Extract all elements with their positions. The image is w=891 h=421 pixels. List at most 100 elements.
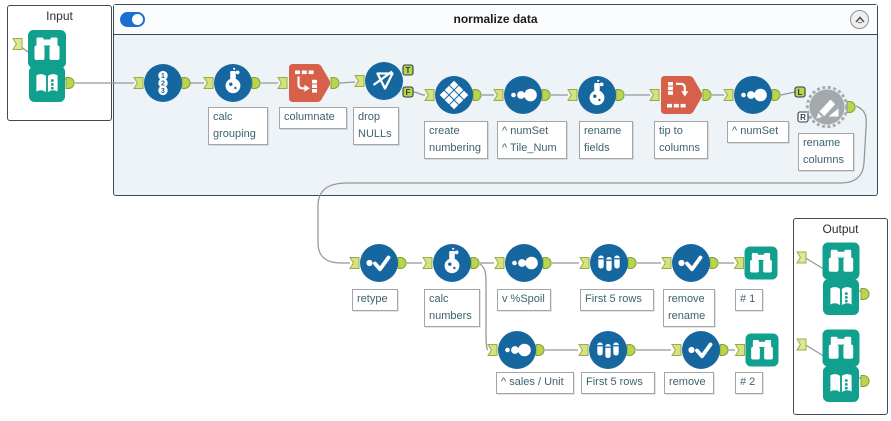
sample-first5-a-annotation[interactable]: First 5 rows [580, 289, 654, 311]
macro-book-output-1[interactable] [819, 275, 863, 319]
dynamic-rename-columns[interactable] [805, 85, 849, 129]
output-anchor[interactable] [709, 257, 719, 269]
select-remove-rename[interactable] [669, 241, 713, 285]
input-anchor[interactable] [424, 89, 435, 101]
output-anchor[interactable] [541, 89, 551, 101]
input-anchor[interactable] [203, 77, 214, 89]
tile-create-numbering-annotation[interactable]: create numbering [424, 121, 488, 159]
output-anchor[interactable] [860, 288, 870, 300]
browse-output-1[interactable] [819, 239, 863, 283]
crosstab-columnate-annotation[interactable]: columnate [279, 107, 347, 129]
crosstab-tip-to-columns[interactable] [659, 73, 703, 117]
output-anchor[interactable] [251, 77, 261, 89]
browse-2[interactable] [740, 328, 784, 372]
output-anchor[interactable] [615, 89, 625, 101]
input-anchor[interactable] [12, 38, 23, 50]
input-anchor[interactable] [487, 344, 498, 356]
sort-numset-annotation[interactable]: ^ numSet [727, 121, 789, 143]
select-remove-rename-annotation[interactable]: remove rename [663, 289, 715, 327]
input-anchor[interactable] [579, 257, 590, 269]
output-anchor[interactable] [181, 77, 191, 89]
select-retype[interactable] [357, 241, 401, 285]
container-normalize-header[interactable]: normalize data [114, 5, 877, 35]
output-anchor[interactable] [472, 89, 482, 101]
anchor-T[interactable]: T [402, 64, 414, 76]
input-anchor[interactable] [349, 257, 360, 269]
input-anchor[interactable] [733, 257, 744, 269]
formula-calc-numbers[interactable] [430, 241, 474, 285]
formula-calc-grouping-annotation[interactable]: calc grouping [208, 107, 268, 145]
output-anchor[interactable] [542, 257, 552, 269]
browse-2-annotation[interactable]: # 2 [735, 372, 763, 394]
formula-rename-fields-annotation[interactable]: rename fields [579, 121, 633, 159]
sort-spoil[interactable] [502, 241, 546, 285]
sort-spoil-annotation[interactable]: v %Spoil [497, 289, 551, 311]
wire-rename-to-retype[interactable] [317, 105, 867, 264]
output-anchor[interactable] [397, 257, 407, 269]
input-anchor[interactable] [354, 75, 365, 87]
input-anchor[interactable] [493, 89, 504, 101]
svg-text:L: L [798, 88, 803, 97]
dynamic-rename-columns-annotation[interactable]: rename columns [798, 133, 854, 171]
sample-first5-b[interactable] [586, 328, 630, 372]
input-anchor[interactable] [661, 257, 672, 269]
macro-book-input[interactable] [25, 62, 69, 106]
select-remove-annotation[interactable]: remove [664, 372, 714, 394]
output-anchor[interactable] [771, 89, 781, 101]
sort-sales-unit-annotation[interactable]: ^ sales / Unit [496, 372, 574, 394]
collapse-button[interactable] [850, 10, 869, 29]
output-anchor[interactable] [330, 77, 340, 89]
browse-input[interactable] [25, 27, 69, 71]
browse-1[interactable] [739, 241, 783, 285]
input-anchor[interactable] [723, 89, 734, 101]
output-anchor[interactable] [719, 344, 729, 356]
input-anchor[interactable] [567, 89, 578, 101]
input-anchor[interactable] [578, 344, 589, 356]
select-remove[interactable] [679, 328, 723, 372]
input-anchor[interactable] [734, 344, 745, 356]
sort-numset-tilenum-annotation[interactable]: ^ numSet ^ Tile_Num [497, 121, 567, 159]
filter-drop-nulls[interactable] [362, 59, 406, 103]
macro-book-output-2[interactable] [819, 362, 863, 406]
sort-sales-unit[interactable] [495, 328, 539, 372]
sort-numset-tilenum[interactable] [501, 73, 545, 117]
browse-output-2[interactable] [819, 326, 863, 370]
filter-drop-nulls-annotation[interactable]: drop NULLs [353, 107, 399, 145]
input-anchor[interactable] [796, 251, 807, 264]
output-anchor[interactable] [535, 344, 545, 356]
formula-calc-numbers-annotation[interactable]: calc numbers [424, 289, 480, 327]
input-anchor[interactable] [422, 257, 433, 269]
browse-1-annotation[interactable]: # 1 [735, 289, 763, 311]
output-anchor[interactable] [846, 101, 856, 113]
wire-filter-false-to-tile[interactable] [412, 91, 426, 96]
input-anchor[interactable] [277, 77, 288, 89]
input-anchor[interactable] [133, 77, 144, 89]
input-anchor[interactable] [649, 89, 660, 101]
anchor-F[interactable]: F [402, 86, 414, 98]
formula-calc-grouping[interactable] [211, 61, 255, 105]
input-anchor[interactable] [671, 344, 682, 356]
output-anchor[interactable] [626, 344, 636, 356]
crosstab-tip-to-columns-annotation[interactable]: tip to columns [654, 121, 708, 159]
select-retype-annotation[interactable]: retype [352, 289, 398, 311]
anchor-R[interactable]: R [797, 111, 809, 123]
output-anchor[interactable] [470, 257, 480, 269]
anchor-L[interactable]: L [794, 86, 806, 98]
output-anchor[interactable] [860, 375, 870, 387]
output-anchor[interactable] [65, 77, 75, 89]
sort-numset[interactable] [731, 73, 775, 117]
output-anchor[interactable] [702, 89, 712, 101]
wire-columnate-to-filter[interactable] [339, 81, 356, 84]
sample-first5-b-annotation[interactable]: First 5 rows [581, 372, 655, 394]
tile-create-numbering[interactable] [432, 73, 476, 117]
container-enable-toggle[interactable] [120, 12, 145, 27]
crosstab-columnate[interactable] [287, 61, 331, 105]
output-anchor[interactable] [627, 257, 637, 269]
wire-sort-to-rename-L[interactable] [780, 91, 796, 96]
input-anchor[interactable] [796, 338, 807, 351]
formula-rename-fields[interactable] [575, 73, 619, 117]
wire-calc-branch-down[interactable] [479, 263, 489, 351]
sample-first5-a[interactable] [587, 241, 631, 285]
input-anchor[interactable] [494, 257, 505, 269]
